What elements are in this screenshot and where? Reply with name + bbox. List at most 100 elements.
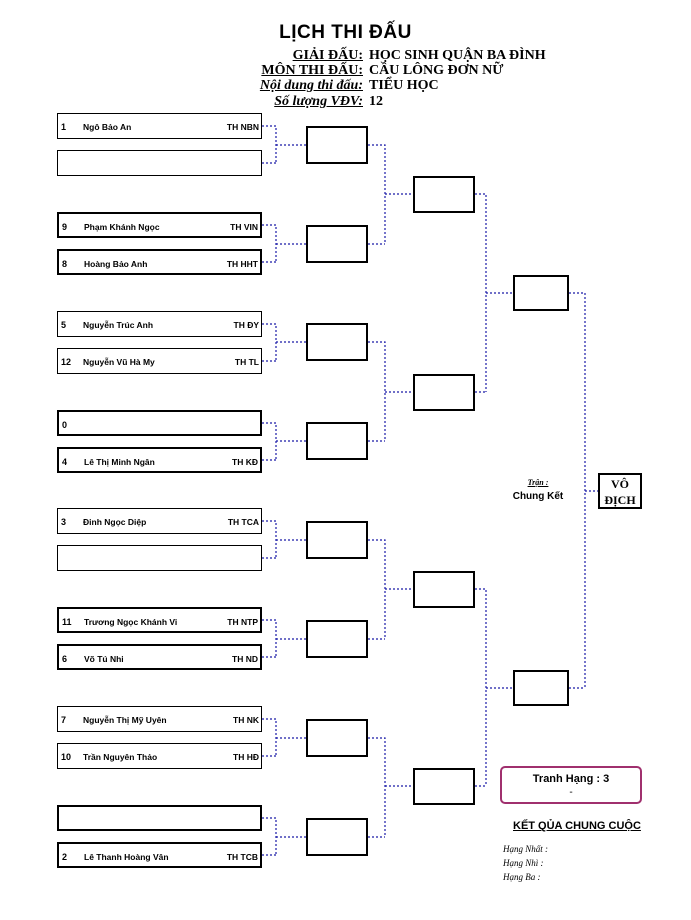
athlete-count-value: 12 xyxy=(369,94,383,109)
connector-line xyxy=(262,422,306,461)
category-label: Nội dung thi đấu: xyxy=(259,78,363,93)
third-place-box: Tranh Hạng : 3 - xyxy=(500,766,642,804)
player-name: Nguyễn Thị Mỹ Uyên xyxy=(83,715,167,725)
connector-line xyxy=(368,737,413,838)
player-name: Nguyễn Trúc Anh xyxy=(83,320,154,330)
third-place-title: Tranh Hạng : 3 xyxy=(532,773,610,785)
final-name: Chung Kết xyxy=(512,491,564,502)
final-match-label: Trận : Chung Kết xyxy=(498,478,578,502)
round1-match-box xyxy=(306,323,368,361)
tournament-label: GIẢI ĐẤU: xyxy=(292,48,363,63)
connector-line xyxy=(368,539,413,640)
connector-line xyxy=(569,292,598,689)
player-name: Lê Thanh Hoàng Vân xyxy=(84,852,169,862)
player-seed: 12 xyxy=(61,357,72,367)
player-slot: 9 Phạm Khánh Ngọc TH VIN xyxy=(57,212,262,238)
player-school: TH VIN xyxy=(230,222,258,232)
player-slot: 4 Lê Thị Minh Ngân TH KĐ xyxy=(57,447,262,473)
player-name: Phạm Khánh Ngọc xyxy=(84,222,160,232)
connector-line xyxy=(262,817,306,856)
connector-line xyxy=(368,341,413,442)
player-school: TH NBN xyxy=(226,122,259,132)
player-seed: 8 xyxy=(62,259,68,269)
category-value: TIỂU HỌC xyxy=(369,78,439,93)
result-first: Hạng Nhất : xyxy=(503,844,548,854)
player-slot: 7 Nguyễn Thị Mỹ Uyên TH NK xyxy=(57,706,262,732)
player-seed: 1 xyxy=(61,122,67,132)
player-seed: 4 xyxy=(62,457,68,467)
page-title: LỊCH THI ĐẤU xyxy=(279,22,412,43)
player-name: Trương Ngọc Khánh Vi xyxy=(84,617,178,627)
player-school: TH NK xyxy=(233,715,259,725)
player-school: TH KĐ xyxy=(232,457,258,467)
semifinal-match-box xyxy=(513,275,569,311)
result-second: Hạng Nhì : xyxy=(503,858,544,868)
player-slot xyxy=(57,545,262,571)
player-slot xyxy=(57,150,262,176)
player-slot xyxy=(57,805,262,831)
player-school: TH TCA xyxy=(227,517,259,527)
round1-match-box xyxy=(306,422,368,460)
round2-match-box xyxy=(413,176,475,213)
connector-line xyxy=(262,125,306,164)
player-slot: 3 Đinh Ngọc Diệp TH TCA xyxy=(57,508,262,534)
player-school: TH TCB xyxy=(226,852,258,862)
connector-line xyxy=(262,619,306,658)
player-school: TH NTP xyxy=(227,617,258,627)
player-school: TH ĐY xyxy=(233,320,260,330)
player-school: TH HHT xyxy=(226,259,258,269)
connector-line xyxy=(475,193,513,393)
player-seed: 9 xyxy=(62,222,68,232)
player-slot: 1 Ngô Bảo An TH NBN xyxy=(57,113,262,139)
player-name: Võ Tú Nhi xyxy=(84,654,124,664)
player-name: Hoàng Bảo Anh xyxy=(84,259,148,269)
player-name: Lê Thị Minh Ngân xyxy=(84,457,155,467)
connector-line xyxy=(262,224,306,263)
connector-line xyxy=(475,588,513,787)
player-seed: 7 xyxy=(61,715,67,725)
player-slot: 2 Lê Thanh Hoàng Vân TH TCB xyxy=(57,842,262,868)
champion-box: VÔ ĐỊCH xyxy=(598,473,642,509)
player-seed: 2 xyxy=(62,852,68,862)
player-seed: 10 xyxy=(61,752,72,762)
champion-line2: ĐỊCH xyxy=(604,493,636,507)
final-prefix: Trận : xyxy=(527,478,549,487)
connector-line xyxy=(262,718,306,757)
round2-match-box xyxy=(413,768,475,805)
round1-match-box xyxy=(306,521,368,559)
athlete-count-label: Số lượng VĐV: xyxy=(274,94,363,109)
player-name: Đinh Ngọc Diệp xyxy=(83,517,147,527)
player-seed: 11 xyxy=(62,617,72,627)
player-slot: 6 Võ Tú Nhi TH ND xyxy=(57,644,262,670)
round1-match-box xyxy=(306,620,368,658)
player-name: Nguyễn Vũ Hà My xyxy=(83,357,155,367)
player-slot: 11 Trương Ngọc Khánh Vi TH NTP xyxy=(57,607,262,633)
round1-match-box xyxy=(306,126,368,164)
connector-line xyxy=(262,520,306,559)
player-seed: 3 xyxy=(61,517,67,527)
sport-label: MÔN THI ĐẤU: xyxy=(261,63,363,78)
player-school: TH ND xyxy=(232,654,258,664)
player-name: Ngô Bảo An xyxy=(83,122,132,132)
round1-match-box xyxy=(306,225,368,263)
connector-line xyxy=(262,323,306,362)
player-slot: 5 Nguyễn Trúc Anh TH ĐY xyxy=(57,311,262,337)
tournament-value: HỌC SINH QUẬN BA ĐÌNH xyxy=(369,48,546,63)
player-name: Trần Nguyên Thảo xyxy=(83,752,158,762)
player-seed: 6 xyxy=(62,654,68,664)
round1-match-box xyxy=(306,719,368,757)
player-seed: 0 xyxy=(62,420,68,430)
player-school: TH HĐ xyxy=(233,752,259,762)
round2-match-box xyxy=(413,571,475,608)
semifinal-match-box xyxy=(513,670,569,706)
round1-match-box xyxy=(306,818,368,856)
player-seed: 5 xyxy=(61,320,67,330)
player-slot: 8 Hoàng Bảo Anh TH HHT xyxy=(57,249,262,275)
player-slot: 10 Trần Nguyên Thảo TH HĐ xyxy=(57,743,262,769)
third-place-value: - xyxy=(569,787,573,798)
round2-match-box xyxy=(413,374,475,411)
connector-line xyxy=(368,144,413,245)
result-third: Hạng Ba : xyxy=(503,872,541,882)
player-slot: 0 xyxy=(57,410,262,436)
